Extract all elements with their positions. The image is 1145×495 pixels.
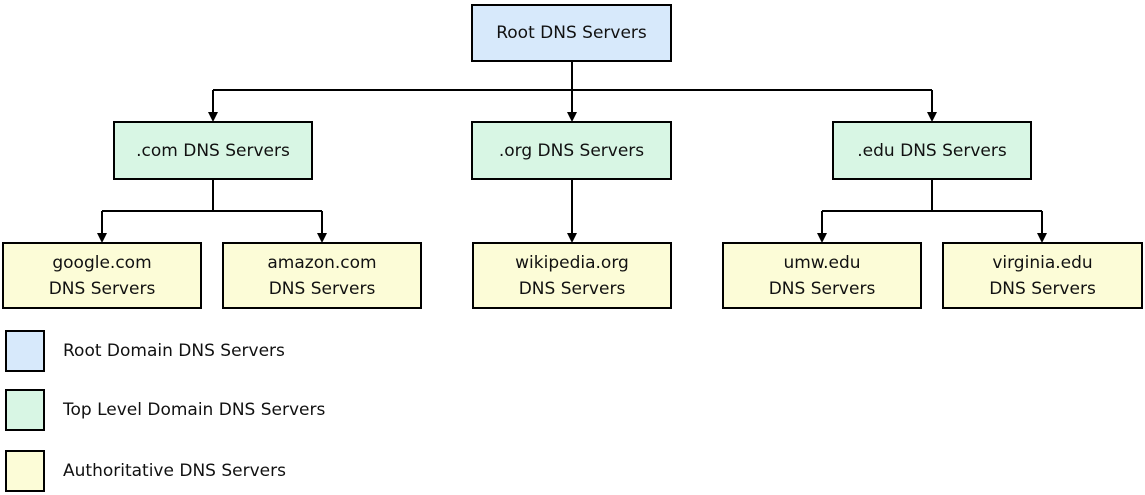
node-label: .edu DNS Servers: [857, 140, 1007, 161]
node-label-line2: DNS Servers: [48, 278, 156, 299]
node-umw-dns-servers: umw.edu DNS Servers: [722, 242, 922, 309]
legend-swatch-authoritative: [5, 450, 45, 492]
node-edu-dns-servers: .edu DNS Servers: [832, 121, 1032, 180]
legend-swatch-root-domain: [5, 330, 45, 372]
node-com-dns-servers: .com DNS Servers: [113, 121, 313, 180]
legend-label: Top Level Domain DNS Servers: [63, 400, 326, 420]
node-label-line1: google.com: [52, 252, 152, 273]
node-label-line2: DNS Servers: [768, 278, 876, 299]
node-google-dns-servers: google.com DNS Servers: [2, 242, 202, 309]
node-wikipedia-dns-servers: wikipedia.org DNS Servers: [472, 242, 672, 309]
node-label: .org DNS Servers: [498, 140, 645, 161]
legend-swatch-top-level-domain: [5, 389, 45, 431]
node-label-line2: DNS Servers: [518, 278, 626, 299]
node-org-dns-servers: .org DNS Servers: [471, 121, 672, 180]
node-label-line2: DNS Servers: [989, 278, 1096, 299]
node-label: .com DNS Servers: [136, 140, 290, 161]
node-label-line1: umw.edu: [783, 252, 861, 273]
legend-item-top-level-domain: Top Level Domain DNS Servers: [5, 389, 325, 431]
legend-label: Root Domain DNS Servers: [63, 341, 285, 361]
node-label-line2: DNS Servers: [268, 278, 376, 299]
node-virginia-dns-servers: virginia.edu DNS Servers: [942, 242, 1143, 309]
legend-label: Authoritative DNS Servers: [63, 461, 286, 481]
node-root-dns-servers: Root DNS Servers: [471, 4, 672, 62]
node-label-line1: amazon.com: [267, 252, 377, 273]
legend-item-root-domain: Root Domain DNS Servers: [5, 330, 285, 372]
node-label-line1: virginia.edu: [992, 252, 1093, 273]
node-label: Root DNS Servers: [496, 23, 647, 43]
legend-item-authoritative: Authoritative DNS Servers: [5, 450, 286, 492]
node-amazon-dns-servers: amazon.com DNS Servers: [222, 242, 422, 309]
node-label-line1: wikipedia.org: [515, 252, 629, 273]
